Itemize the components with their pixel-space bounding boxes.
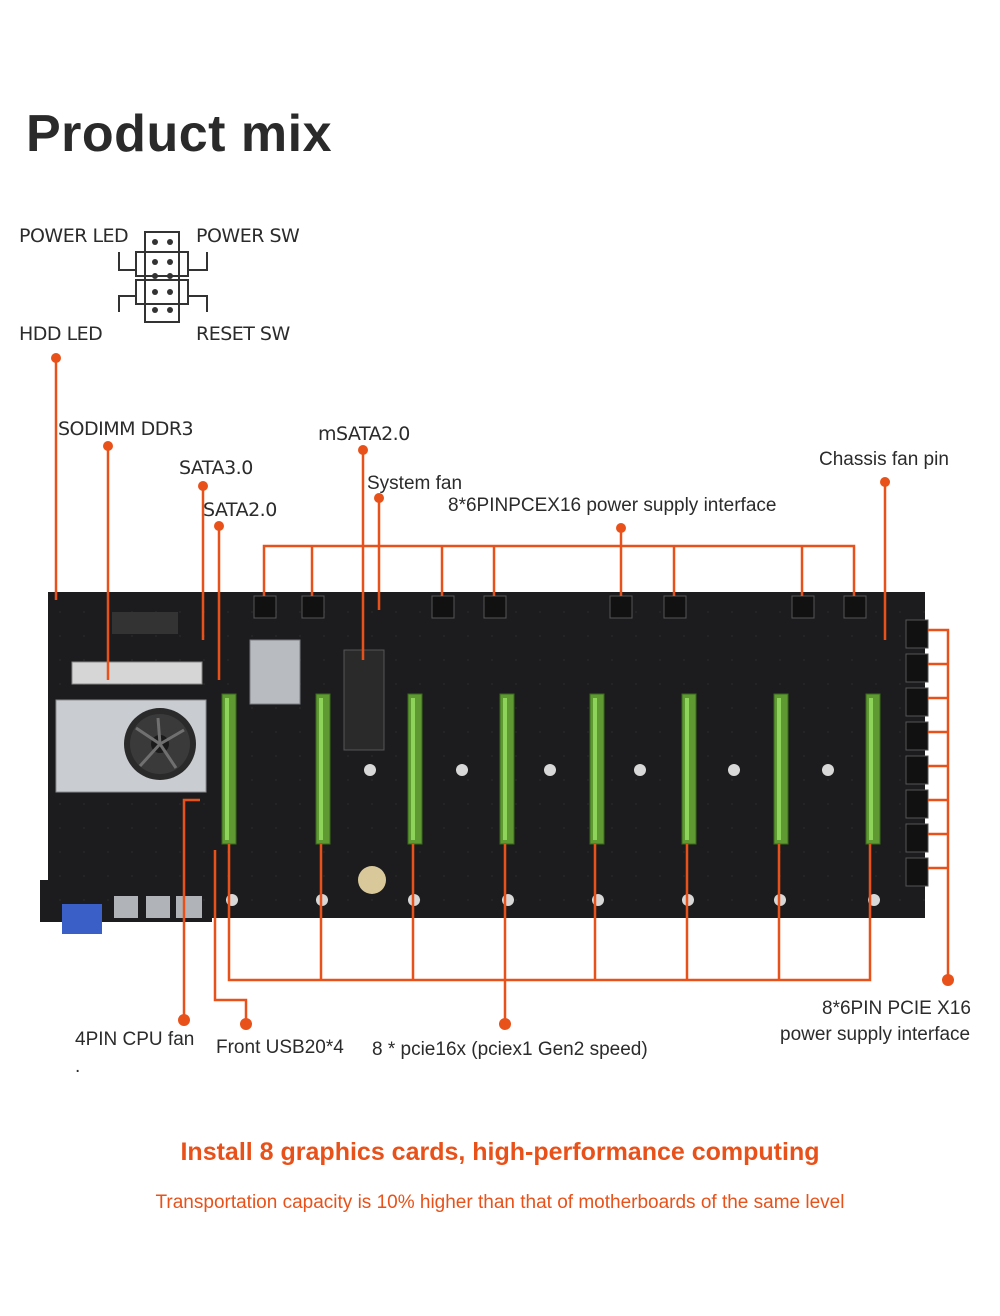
ethernet-port	[176, 896, 202, 918]
sodimm-slot	[71, 661, 203, 685]
system-fan-label: System fan	[367, 473, 463, 494]
callout-lines	[54, 358, 950, 1022]
chipset-heatsink	[249, 639, 301, 705]
cpu-fan-dot: .	[75, 1056, 81, 1077]
sodimm-label: SODIMM DDR3	[58, 418, 194, 440]
page-title: Product mix	[26, 105, 332, 163]
sata3-label: SATA3.0	[179, 457, 253, 479]
subline: Transportation capacity is 10% higher th…	[155, 1192, 845, 1213]
callout-dots	[51, 353, 954, 1030]
top-power-connectors	[253, 595, 867, 619]
usb-port	[114, 896, 138, 918]
cmos-battery	[358, 866, 386, 894]
pcie-slots-label: 8 * pcie16x (pciex1 Gen2 speed)	[372, 1039, 648, 1060]
right-power-connectors	[905, 619, 929, 887]
cpu-fan-label: 4PIN CPU fan	[75, 1029, 195, 1050]
chassis-fan-label: Chassis fan pin	[819, 449, 949, 470]
power-sw-label: POWER SW	[196, 225, 300, 247]
front-panel-header-icon	[118, 231, 208, 323]
header-pins	[152, 239, 173, 313]
pcie-power-right-label-1: 8*6PIN PCIE X16	[822, 998, 971, 1019]
chip-block	[112, 612, 178, 634]
reset-sw-label: RESET SW	[196, 323, 290, 345]
headline: Install 8 graphics cards, high-performan…	[180, 1138, 820, 1166]
cpu-heatsink-icon	[55, 699, 207, 793]
usb-port	[146, 896, 170, 918]
pcie-power-top-label: 8*6PINPCEX16 power supply interface	[448, 495, 777, 516]
vga-port	[62, 904, 102, 934]
front-usb-label: Front USB20*4	[216, 1037, 344, 1058]
msata-label: mSATA2.0	[318, 423, 410, 445]
msata-slot	[343, 649, 385, 751]
hdd-led-label: HDD LED	[19, 323, 103, 345]
power-led-label: POWER LED	[19, 225, 129, 247]
sata2-label: SATA2.0	[203, 499, 277, 521]
pcie-power-right-label-2: power supply interface	[780, 1024, 971, 1045]
